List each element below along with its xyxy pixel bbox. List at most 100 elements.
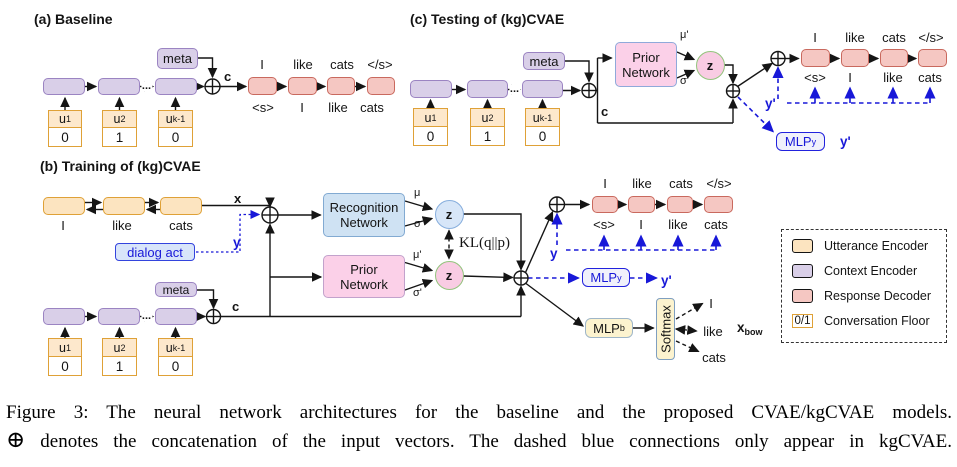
response-decoder-cell: [628, 196, 655, 213]
utterance-label: u: [424, 110, 432, 125]
mlp-y-subscript: y: [811, 136, 817, 147]
mu-label: μ: [414, 187, 421, 199]
mu-prime-label: μ': [680, 29, 689, 41]
decoder-output-word: cats: [330, 57, 354, 72]
concat-node-c2: [725, 83, 741, 99]
floor-value: 0: [48, 127, 82, 147]
mlp-y-label: MLP: [784, 134, 812, 149]
decoder-input-word: <s>: [593, 217, 615, 232]
decoder-output-word: </s>: [706, 176, 732, 191]
floor-value: 1: [470, 126, 505, 146]
legend-box: Utterance Encoder Context Encoder Respon…: [781, 229, 947, 343]
utterance-word: cats: [169, 218, 193, 233]
context-encoder-cell: [98, 308, 140, 325]
response-decoder-cell: [667, 196, 693, 213]
decoder-output-word: I: [603, 176, 607, 191]
decoder-input-word: like: [328, 100, 348, 115]
caption-line-1: Figure 3: The neural network architectur…: [6, 402, 952, 423]
context-encoder-cell: [98, 78, 140, 95]
panel-a-title: (a) Baseline: [34, 11, 113, 27]
legend-swatch-conversation-floor: 0/1: [792, 314, 813, 328]
context-encoder-cell: [43, 78, 85, 95]
bow-word: I: [709, 296, 713, 311]
meta-box: meta: [157, 48, 198, 69]
utterance-label: u: [113, 112, 121, 126]
x-bow-base: x: [737, 320, 745, 335]
utterance-subscript: 2: [120, 114, 126, 124]
meta-box: meta: [155, 282, 197, 297]
decoder-input-word: I: [848, 70, 852, 85]
y-label: y: [233, 235, 241, 250]
x-bow-label: xbow: [737, 321, 763, 339]
utterance-word: I: [61, 218, 65, 233]
caption-line-2-text: denotes the concatenation of the input v…: [40, 431, 953, 452]
mlp-y-label: MLP: [590, 270, 618, 285]
ellipsis: ...: [140, 80, 153, 92]
response-decoder-cell: [918, 49, 947, 67]
prior-network-box: Prior Network: [323, 255, 405, 298]
decoder-input-word: cats: [360, 100, 384, 115]
utterance-label: u: [59, 340, 66, 355]
sigma-prime-label: σ': [413, 287, 422, 299]
decoder-input-word: like: [883, 70, 903, 85]
dialog-act-box[interactable]: dialog act: [115, 243, 195, 261]
floor-value: 0: [525, 126, 560, 146]
response-decoder-cell: [841, 49, 869, 67]
legend-label: Response Decoder: [824, 289, 932, 303]
utterance-subscript: k-1: [172, 342, 186, 353]
decoder-output-word: like: [632, 176, 652, 191]
c-vector-label: c: [224, 69, 232, 84]
ellipsis: ...: [140, 310, 153, 322]
panel-b-connectors: [60, 197, 704, 353]
recognition-network-box: Recognition Network: [323, 193, 405, 237]
y-prime-output-label: y': [840, 134, 851, 149]
decoder-output-word: cats: [669, 176, 693, 191]
utterance-label: u: [113, 340, 121, 355]
concat-node-a: [204, 78, 221, 95]
concat-node-c3: [770, 50, 786, 67]
legend-swatch-utterance-encoder: [792, 239, 813, 253]
utterance-encoder-cell: [43, 197, 85, 215]
context-encoder-cell: [43, 308, 85, 325]
c-vector-label: c: [232, 299, 240, 314]
decoder-output-word: like: [845, 30, 865, 45]
floor-value: 0: [158, 127, 193, 147]
latent-z-prior-node: z: [434, 260, 464, 290]
legend-label: Conversation Floor: [824, 314, 930, 328]
legend-label: Utterance Encoder: [824, 239, 929, 253]
meta-box: meta: [523, 52, 565, 70]
bow-word: cats: [702, 350, 726, 365]
concat-nodes: [204, 50, 786, 325]
oplus-symbol: ⊕: [6, 427, 26, 452]
decoder-input-word: I: [639, 217, 643, 232]
context-encoder-cell: [467, 80, 508, 98]
panel-c-kg-connectors: [737, 66, 936, 133]
utterance-label: u: [532, 110, 540, 125]
utterance-word: like: [112, 218, 132, 233]
y-feedback-label: y: [550, 246, 558, 261]
bow-word: like: [703, 324, 723, 339]
figure-caption: Figure 3: The neural network architectur…: [6, 399, 952, 455]
panel-b-kg-connectors: [196, 209, 722, 284]
panel-c-title: (c) Testing of (kg)CVAE: [410, 11, 565, 27]
decoder-input-word: like: [668, 217, 688, 232]
floor-value: 1: [102, 127, 137, 147]
prior-network-label: Prior: [632, 49, 660, 65]
decoder-output-word: cats: [882, 30, 906, 45]
context-encoder-cell: [155, 308, 197, 325]
decoder-input-word: cats: [704, 217, 728, 232]
x-vector-label: x: [234, 191, 242, 206]
decoder-input-word: I: [300, 100, 304, 115]
floor-value: 0: [413, 126, 448, 146]
response-decoder-cell: [880, 49, 908, 67]
kl-divergence-label: KL(q||p): [459, 235, 510, 251]
utterance-encoder-cell: [160, 197, 202, 215]
